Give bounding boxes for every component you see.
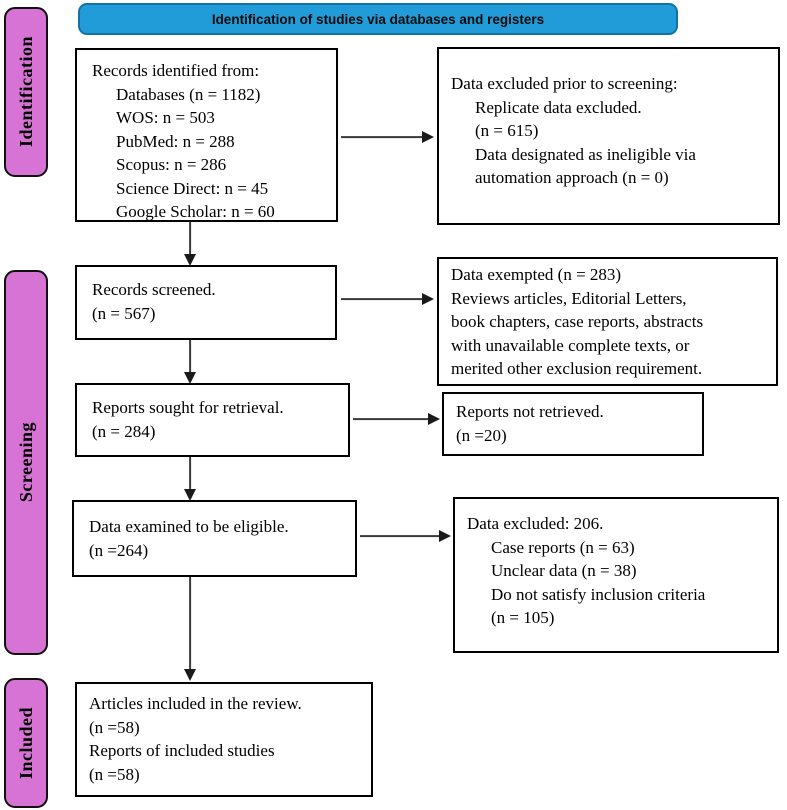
reports-sought-box: Reports sought for retrieval. (n = 284) <box>75 383 350 457</box>
box-line: Replicate data excluded. <box>475 97 642 117</box>
data-excluded-prior-box: Data excluded prior to screening: Replic… <box>437 47 780 225</box>
records-identified-box: Records identified from: Databases (n = … <box>75 48 338 222</box>
arrow-shaft <box>189 222 191 257</box>
box-line: (n =58) <box>89 764 140 784</box>
box-line: (n = 284) <box>92 421 156 441</box>
box-line: (n = 567) <box>92 303 156 323</box>
data-excluded-box: Data excluded: 206. Case reports (n = 63… <box>453 497 779 653</box>
box-line: Case reports (n = 63) <box>491 537 635 557</box>
records-screened-box: Records screened. (n = 567) <box>75 265 337 340</box>
box-line: merited other exclusion requirement. <box>451 359 703 378</box>
box-line: Google Scholar: n = 60 <box>116 202 275 221</box>
arrow-down-icon <box>183 222 197 266</box>
box-line: Do not satisfy inclusion criteria <box>491 584 706 604</box>
arrow-shaft <box>353 418 431 420</box>
box-line: Reports of included studies <box>89 741 275 760</box>
box-line: Scopus: n = 286 <box>116 155 227 174</box>
data-exempted-box: Data exempted (n = 283) Reviews articles… <box>437 257 778 386</box>
box-line: Reports not retrieved. <box>456 402 604 421</box>
data-examined-box: Data examined to be eligible. (n =264) <box>72 500 357 577</box>
arrow-right-icon <box>360 529 451 543</box>
box-line: Reports sought for retrieval. <box>92 398 284 417</box>
arrow-shaft <box>189 457 191 492</box>
box-line: WOS: n = 503 <box>116 108 215 127</box>
box-line: with unavailable complete texts, or <box>451 335 690 355</box>
stage-label-screening: Screening <box>4 270 48 655</box>
arrowhead-icon <box>184 669 196 681</box>
box-line: Data excluded prior to screening: <box>451 74 678 93</box>
box-line: Articles included in the review. <box>89 694 302 713</box>
stage-label-included: Included <box>4 678 48 808</box>
arrowhead-icon <box>422 293 434 305</box>
box-line: Databases (n = 1182) <box>116 84 261 104</box>
box-line: (n = 105) <box>491 608 555 627</box>
arrow-shaft <box>360 535 442 537</box>
arrow-right-icon <box>353 412 440 426</box>
box-line: (n =264) <box>89 540 149 560</box>
stage-label-identification-text: Identification <box>15 36 36 148</box>
stage-label-included-text: Included <box>15 706 36 780</box>
box-line: Records screened. <box>92 280 216 299</box>
arrow-shaft <box>341 298 425 300</box>
box-line: Unclear data (n = 38) <box>491 561 637 580</box>
box-line: Data designated as ineligible via <box>475 144 696 164</box>
stage-label-screening-text: Screening <box>15 422 36 503</box>
arrowhead-icon <box>184 372 196 384</box>
box-line: Data examined to be eligible. <box>89 517 289 536</box>
arrowhead-icon <box>184 489 196 501</box>
box-line: (n =58) <box>89 717 140 737</box>
reports-not-retrieved-box: Reports not retrieved. (n =20) <box>442 392 704 456</box>
arrow-down-icon <box>183 577 197 681</box>
articles-included-box: Articles included in the review. (n =58)… <box>75 682 373 797</box>
header-banner: Identification of studies via databases … <box>78 3 678 35</box>
box-line: book chapters, case reports, abstracts <box>451 312 704 331</box>
arrowhead-icon <box>184 254 196 266</box>
box-line: PubMed: n = 288 <box>116 131 235 151</box>
arrow-shaft <box>341 136 425 138</box>
arrow-right-icon <box>341 130 434 144</box>
arrow-down-icon <box>183 457 197 501</box>
box-line: Data excluded: 206. <box>467 514 604 533</box>
stage-label-identification: Identification <box>4 7 48 177</box>
arrowhead-icon <box>428 413 440 425</box>
box-line: Science Direct: n = 45 <box>116 178 269 198</box>
arrow-shaft <box>189 340 191 375</box>
arrowhead-icon <box>439 530 451 542</box>
box-line: Records identified from: <box>92 61 260 80</box>
box-line: (n =20) <box>456 425 507 445</box>
box-line: automation approach (n = 0) <box>475 168 669 187</box>
box-line: Reviews articles, Editorial Letters, <box>451 288 687 308</box>
header-banner-label: Identification of studies via databases … <box>211 11 545 27</box>
box-line: (n = 615) <box>475 121 539 140</box>
box-line: Data exempted (n = 283) <box>451 265 622 284</box>
arrow-down-icon <box>183 340 197 384</box>
arrow-shaft <box>189 577 191 672</box>
arrowhead-icon <box>422 131 434 143</box>
arrow-right-icon <box>341 292 434 306</box>
